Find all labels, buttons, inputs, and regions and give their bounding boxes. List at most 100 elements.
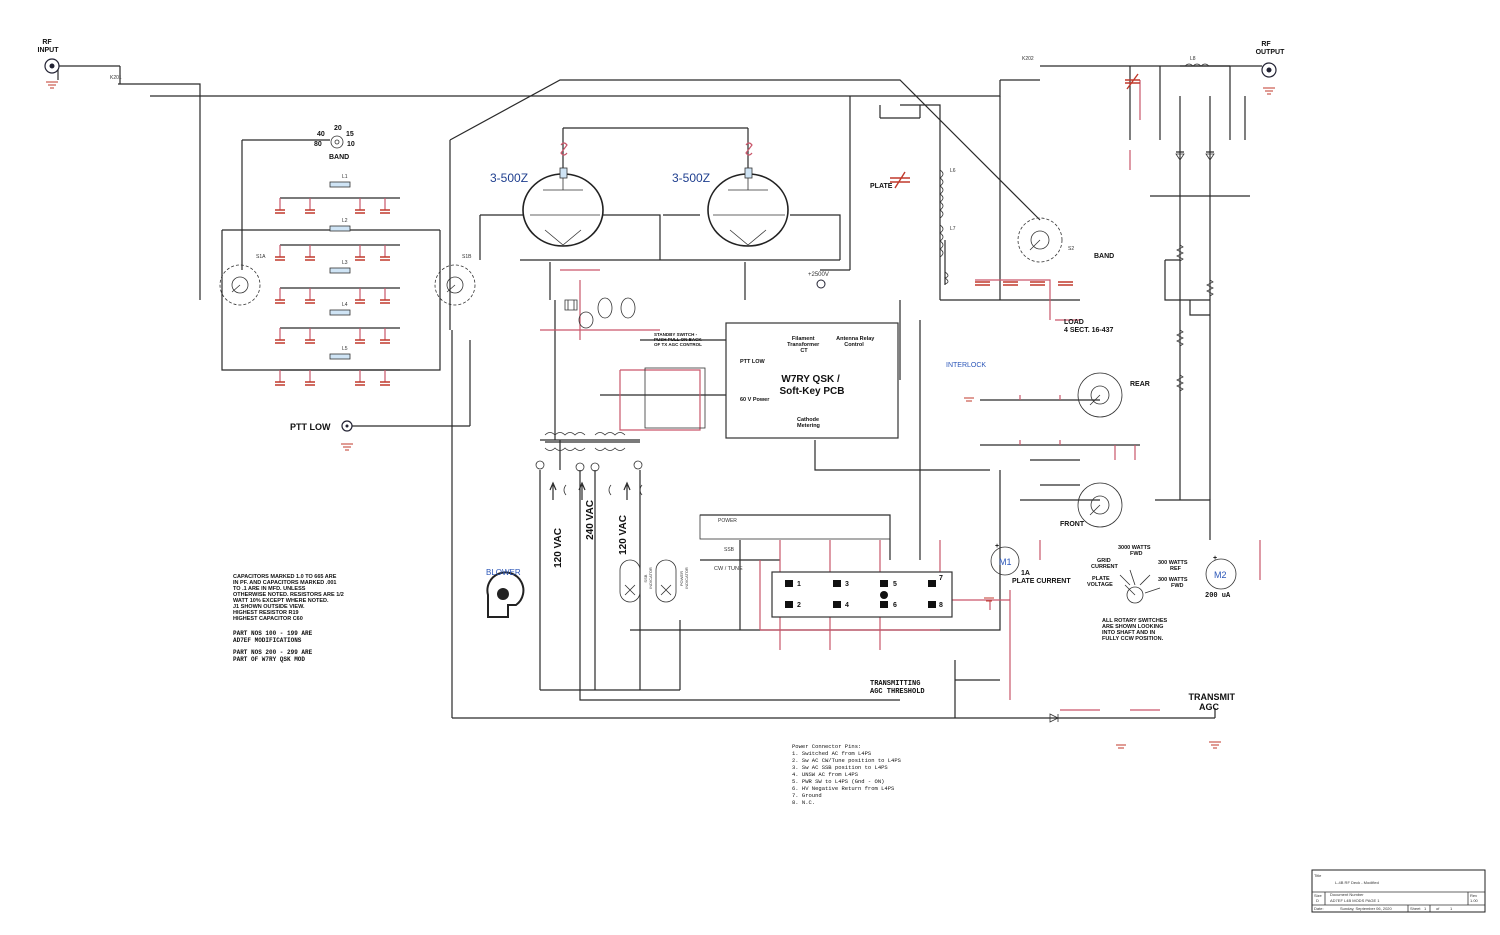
tube-v2-label: 3-500Z: [672, 171, 710, 185]
svg-text:7. Ground: 7. Ground: [792, 792, 822, 799]
cw-tune-label: CW / TUNE: [714, 566, 743, 572]
pcb-antenna-relay: Antenna Relay Control: [836, 336, 876, 348]
pin-4: 4: [845, 602, 849, 609]
tube-v1-label: 3-500Z: [490, 171, 528, 185]
rf-output-label: RF OUTPUT: [1256, 41, 1286, 56]
svg-text:L8: L8: [1190, 56, 1196, 62]
band-pos-80: 80: [314, 141, 322, 148]
svg-text:5. PWR SW to L4PS (Gnd - ON): 5. PWR SW to L4PS (Gnd - ON): [792, 778, 884, 785]
svg-text:8. N.C.: 8. N.C.: [792, 799, 815, 806]
pin-7: 7: [939, 575, 943, 582]
grounds: [46, 81, 1275, 749]
pin-1: 1: [797, 581, 801, 588]
svg-text:Date:: Date:: [1314, 906, 1324, 911]
tb-rev: Rev 1.00: [1470, 893, 1479, 903]
pcb-cathode: Cathode Metering: [797, 417, 821, 429]
transformer-t1: [544, 432, 640, 451]
capacitor-note: CAPACITORS MARKED 1.0 TO 665 ARE IN PF. …: [233, 574, 345, 622]
filter-capacitors: [275, 209, 390, 386]
pin-2: 2: [797, 602, 801, 609]
rf-input-label: RF INPUT: [38, 39, 60, 54]
band-pos-20: 20: [334, 125, 342, 132]
ptt-low-label: PTT LOW: [290, 422, 331, 432]
m1-scale: 1A PLATE CURRENT: [1012, 570, 1071, 585]
plate-label: PLATE: [870, 183, 893, 190]
meter-pos-grid: GRID CURRENT: [1091, 558, 1119, 570]
band-knob-label: BAND: [329, 154, 349, 161]
svg-text:S1A: S1A: [256, 254, 266, 260]
meter-pos-300-fwd: 300 WATTS FWD: [1158, 577, 1189, 589]
pin-8: 8: [939, 602, 943, 609]
vac-240: 240 VAC: [585, 500, 596, 540]
parts-200-note: PART NOS 200 - 299 ARE PART OF W7RY QSK …: [233, 649, 316, 663]
ssb-switch-label: SSB: [724, 547, 735, 553]
w7ry-pcb-box: [725, 322, 899, 439]
svg-text:3. Sw AC SSB position to L4PS: 3. Sw AC SSB position to L4PS: [792, 764, 888, 771]
meter-pos-plate: PLATE VOLTAGE: [1087, 576, 1113, 588]
meter-pos-300-ref: 300 WATTS REF: [1158, 560, 1189, 572]
blower-label: BLOWER: [486, 568, 521, 577]
standby-note: STANDBY SWITCH - PUSH PULL ON BACK OF TX…: [654, 332, 703, 347]
indicator-lamps: [619, 559, 677, 603]
parts-100-note: PART NOS 100 - 199 ARE AD7EF MODIFICATIO…: [233, 630, 316, 644]
agc-threshold-label: TRANSMITTING AGC THRESHOLD: [870, 680, 925, 696]
rf-input-jack[interactable]: [44, 58, 60, 74]
svg-text:L5: L5: [342, 346, 348, 352]
meter-m1: [990, 546, 1020, 576]
front-label: FRONT: [1060, 521, 1085, 528]
power-indicator-label: POWER INDICATOR: [679, 567, 689, 589]
filter-coils: L1 L2 L3 L4 L5: [329, 174, 351, 360]
svg-text:Document Number: Document Number: [1330, 892, 1364, 897]
svg-text:1. Switched AC from L4PS: 1. Switched AC from L4PS: [792, 750, 872, 757]
rf-output-jack[interactable]: [1261, 62, 1277, 78]
relay-k201-label: K201: [110, 75, 122, 81]
svg-text:Sheet: Sheet: [1410, 906, 1421, 911]
svg-text:L4: L4: [342, 302, 348, 308]
rear-label: REAR: [1130, 381, 1150, 388]
svg-text:L1: L1: [342, 174, 348, 180]
blower-icon: [486, 571, 525, 618]
ssb-indicator-label: SSB INDICATOR: [643, 567, 653, 589]
svg-text:2. Sw AC CW/Tune position to L: 2. Sw AC CW/Tune position to L4PS: [792, 757, 902, 764]
svg-text:L2: L2: [342, 218, 348, 224]
band-switch-input: [219, 264, 261, 306]
ac-terminals: [535, 460, 643, 472]
meter-pos-3000: 3000 WATTS FWD: [1118, 545, 1152, 557]
pcb-60v: 60 V Power: [740, 397, 770, 403]
load-label: LOAD 4 SECT. 16-437: [1064, 319, 1114, 334]
m1-label: M1: [999, 557, 1012, 567]
band-selector: [330, 135, 344, 149]
meter-m2: [1205, 558, 1237, 590]
ptt-low-jack[interactable]: [341, 420, 353, 432]
b-plus-jack: [816, 279, 826, 289]
svg-text:1: 1: [1424, 906, 1427, 911]
power-connector-j1: [771, 571, 953, 618]
pin-6: 6: [893, 602, 897, 609]
svg-text:L-4B RF Deck - Modified: L-4B RF Deck - Modified: [1335, 880, 1379, 885]
front-switch: [1077, 482, 1123, 528]
svg-text:L3: L3: [342, 260, 348, 266]
tube-v2: [707, 167, 789, 247]
tb-size: Size D: [1314, 893, 1323, 903]
meter-selector-knob: [1119, 569, 1161, 604]
band-switch-tank: [1017, 217, 1063, 263]
band-pos-10: 10: [347, 141, 355, 148]
power-pin-list: Power Connector Pins: 1. Switched AC fro…: [792, 743, 902, 806]
m2-label: M2: [1214, 570, 1227, 580]
m2-plus: +: [1213, 555, 1217, 562]
svg-text:6. HV Negative Return from L4P: 6. HV Negative Return from L4PS: [792, 785, 895, 792]
pcb-title: W7RY QSK / Soft-Key PCB: [779, 374, 844, 397]
pilot-bulbs: [578, 297, 636, 329]
band-pos-40: 40: [317, 131, 325, 138]
vac-120-left: 120 VAC: [553, 528, 564, 568]
rotary-note: ALL ROTARY SWITCHES ARE SHOWN LOOKING IN…: [1102, 618, 1169, 642]
power-switch-label: POWER: [718, 518, 737, 524]
svg-text:4. UNSW AC from L4PS: 4. UNSW AC from L4PS: [792, 771, 859, 778]
svg-text:1: 1: [1450, 906, 1453, 911]
band-switch-output: [434, 264, 476, 306]
svg-text:AD7EF L4B MODS PAGE 1: AD7EF L4B MODS PAGE 1: [1330, 898, 1380, 903]
rear-switch: [1077, 372, 1123, 418]
plate-tank: [939, 169, 949, 285]
m2-scale: 200 uA: [1205, 592, 1231, 600]
